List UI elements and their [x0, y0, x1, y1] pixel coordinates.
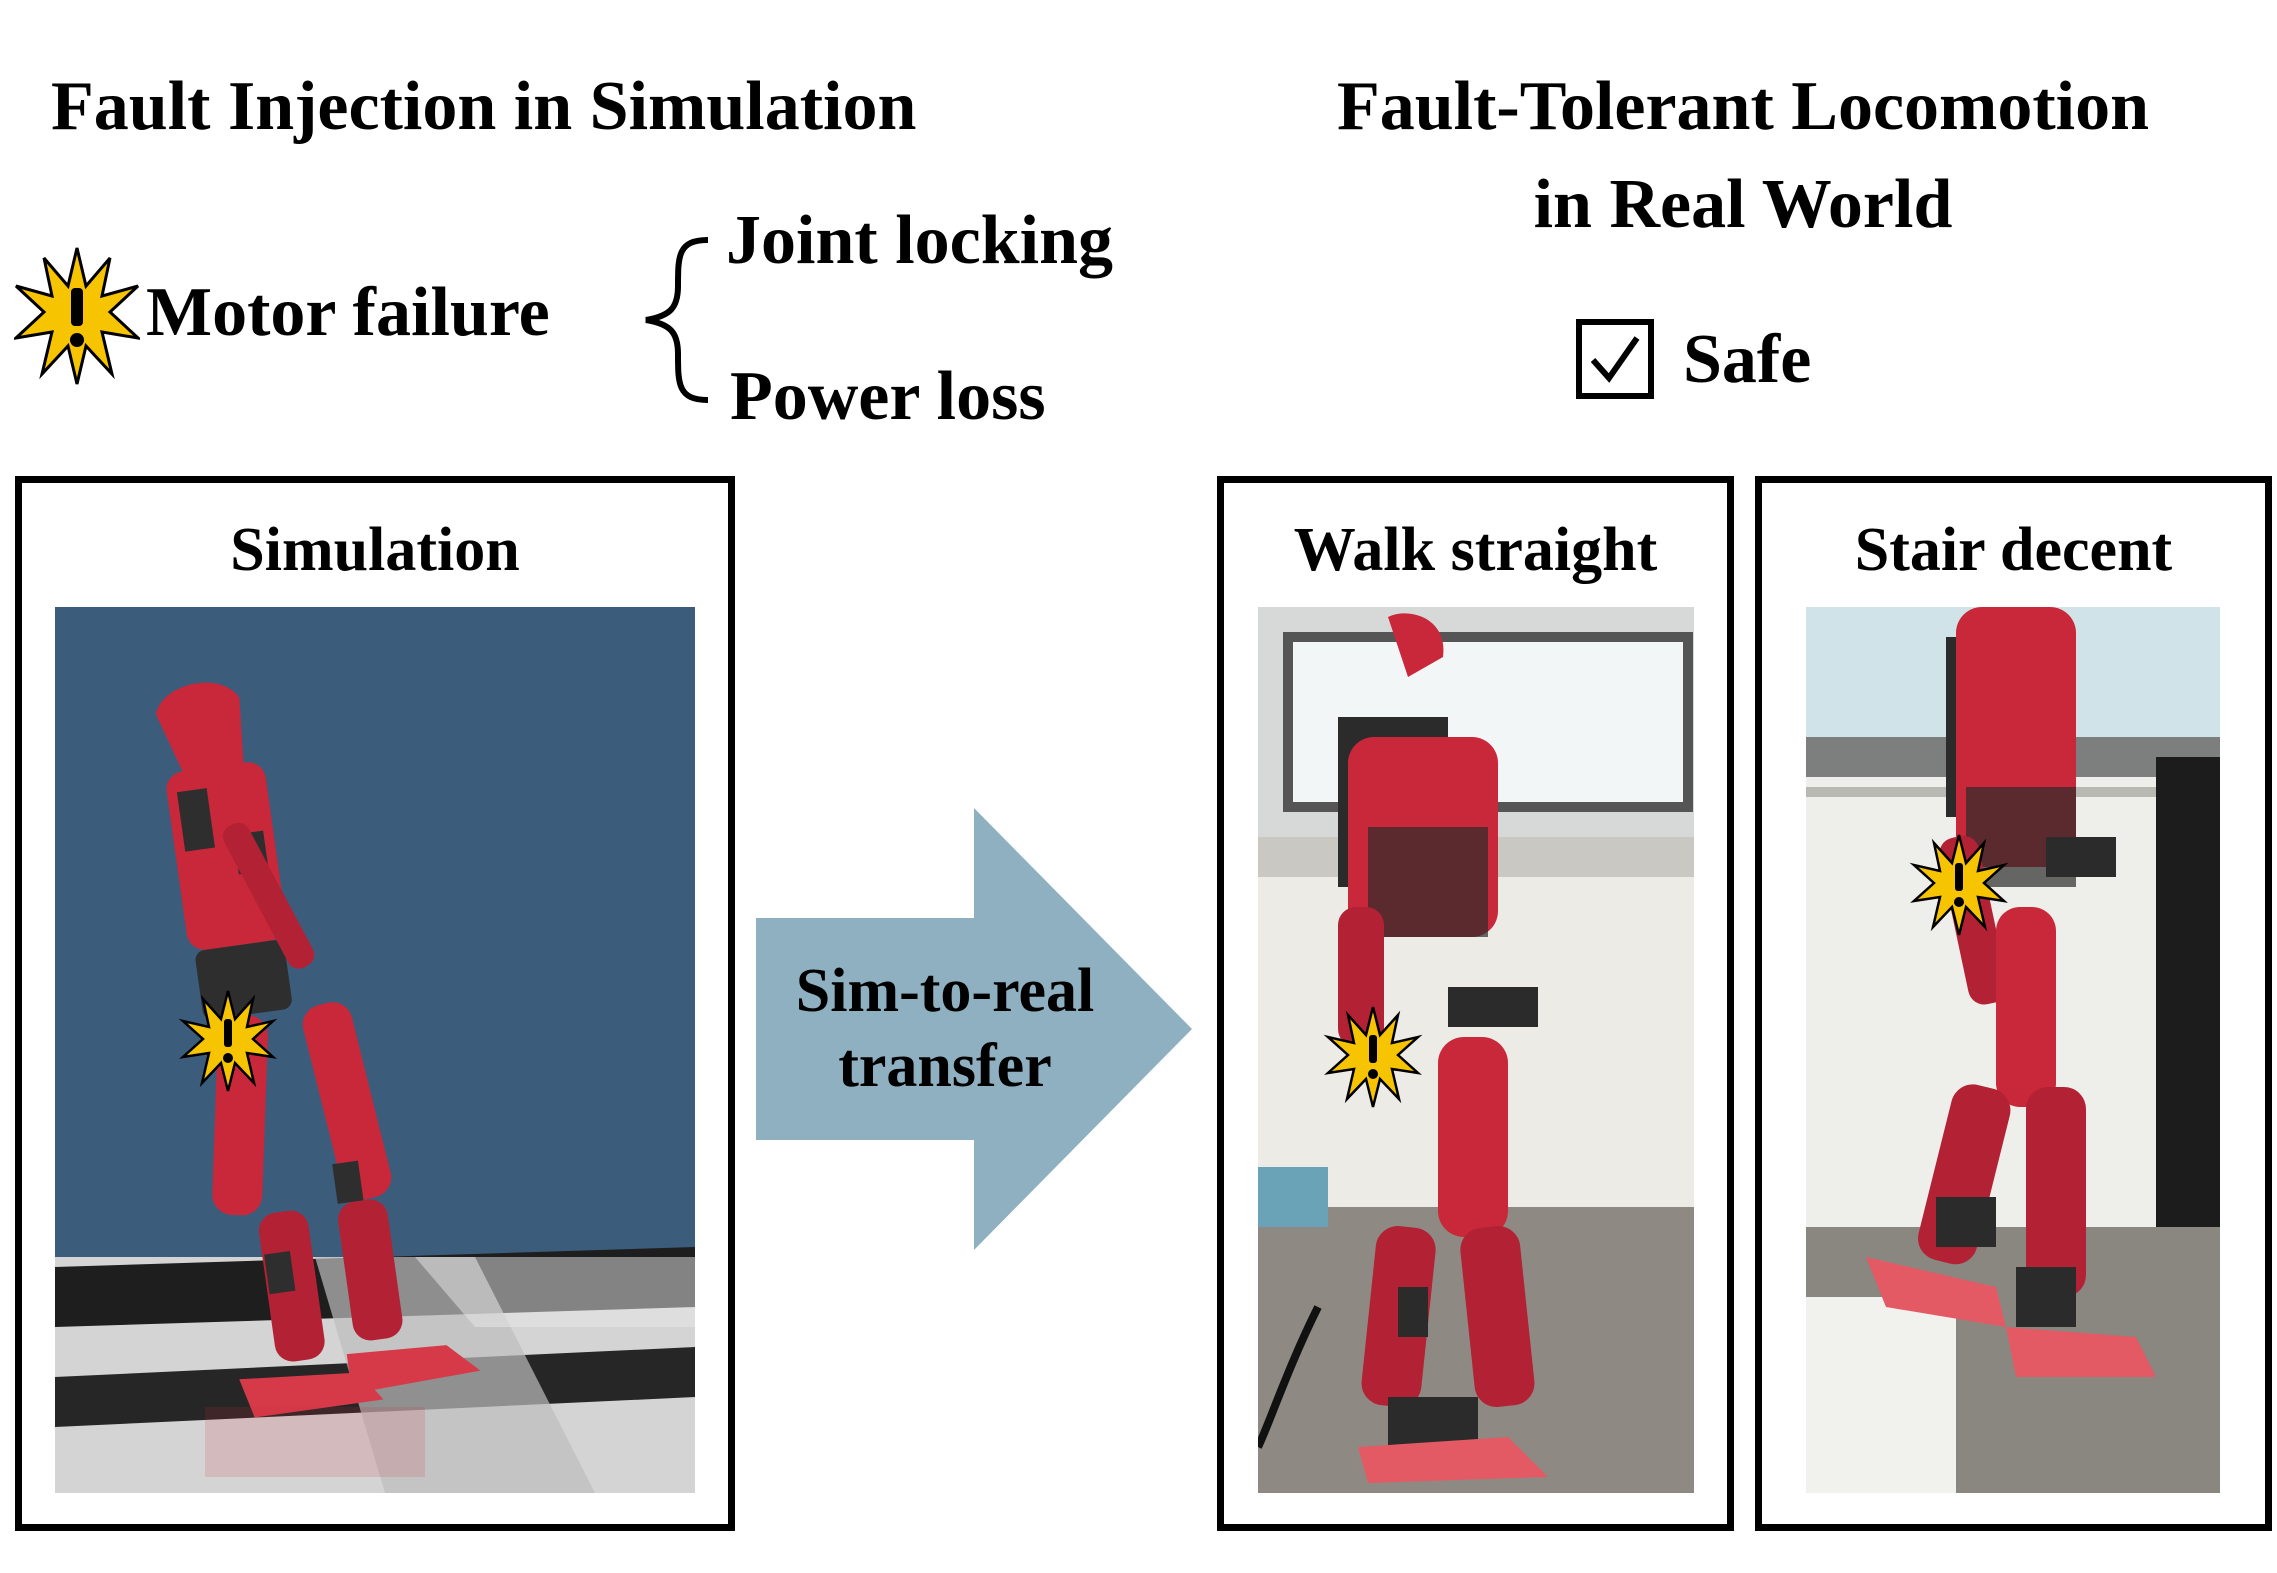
stair-decent-panel: Stair decent [1755, 476, 2272, 1531]
walk-straight-panel: Walk straight [1217, 476, 1734, 1531]
brace-icon [645, 237, 709, 403]
starburst-warning-icon [14, 247, 140, 385]
simulation-panel-title: Simulation [230, 516, 520, 584]
safe-label: Safe [1683, 321, 1812, 398]
checkbox-checked-icon [1576, 319, 1654, 399]
fault-type-joint-locking: Joint locking [726, 202, 1114, 279]
stair-decent-panel-title: Stair decent [1854, 516, 2173, 584]
right-heading-line2: in Real World [1533, 166, 1953, 243]
motor-failure-label: Motor failure [146, 274, 550, 351]
walk-straight-panel-title: Walk straight [1293, 516, 1658, 584]
right-heading-line1: Fault-Tolerant Locomotion [1336, 68, 2150, 145]
simulation-panel: Simulation [15, 476, 735, 1531]
stair-decent-photo [1806, 607, 2220, 1493]
simulation-render [55, 607, 695, 1493]
sim-to-real-arrow [756, 808, 1192, 1250]
left-heading: Fault Injection in Simulation [51, 68, 917, 145]
transfer-label-line2: transfer [838, 1032, 1052, 1100]
fault-type-power-loss: Power loss [730, 358, 1046, 435]
transfer-label-line1: Sim-to-real [795, 957, 1095, 1025]
walk-straight-photo [1258, 607, 1694, 1493]
